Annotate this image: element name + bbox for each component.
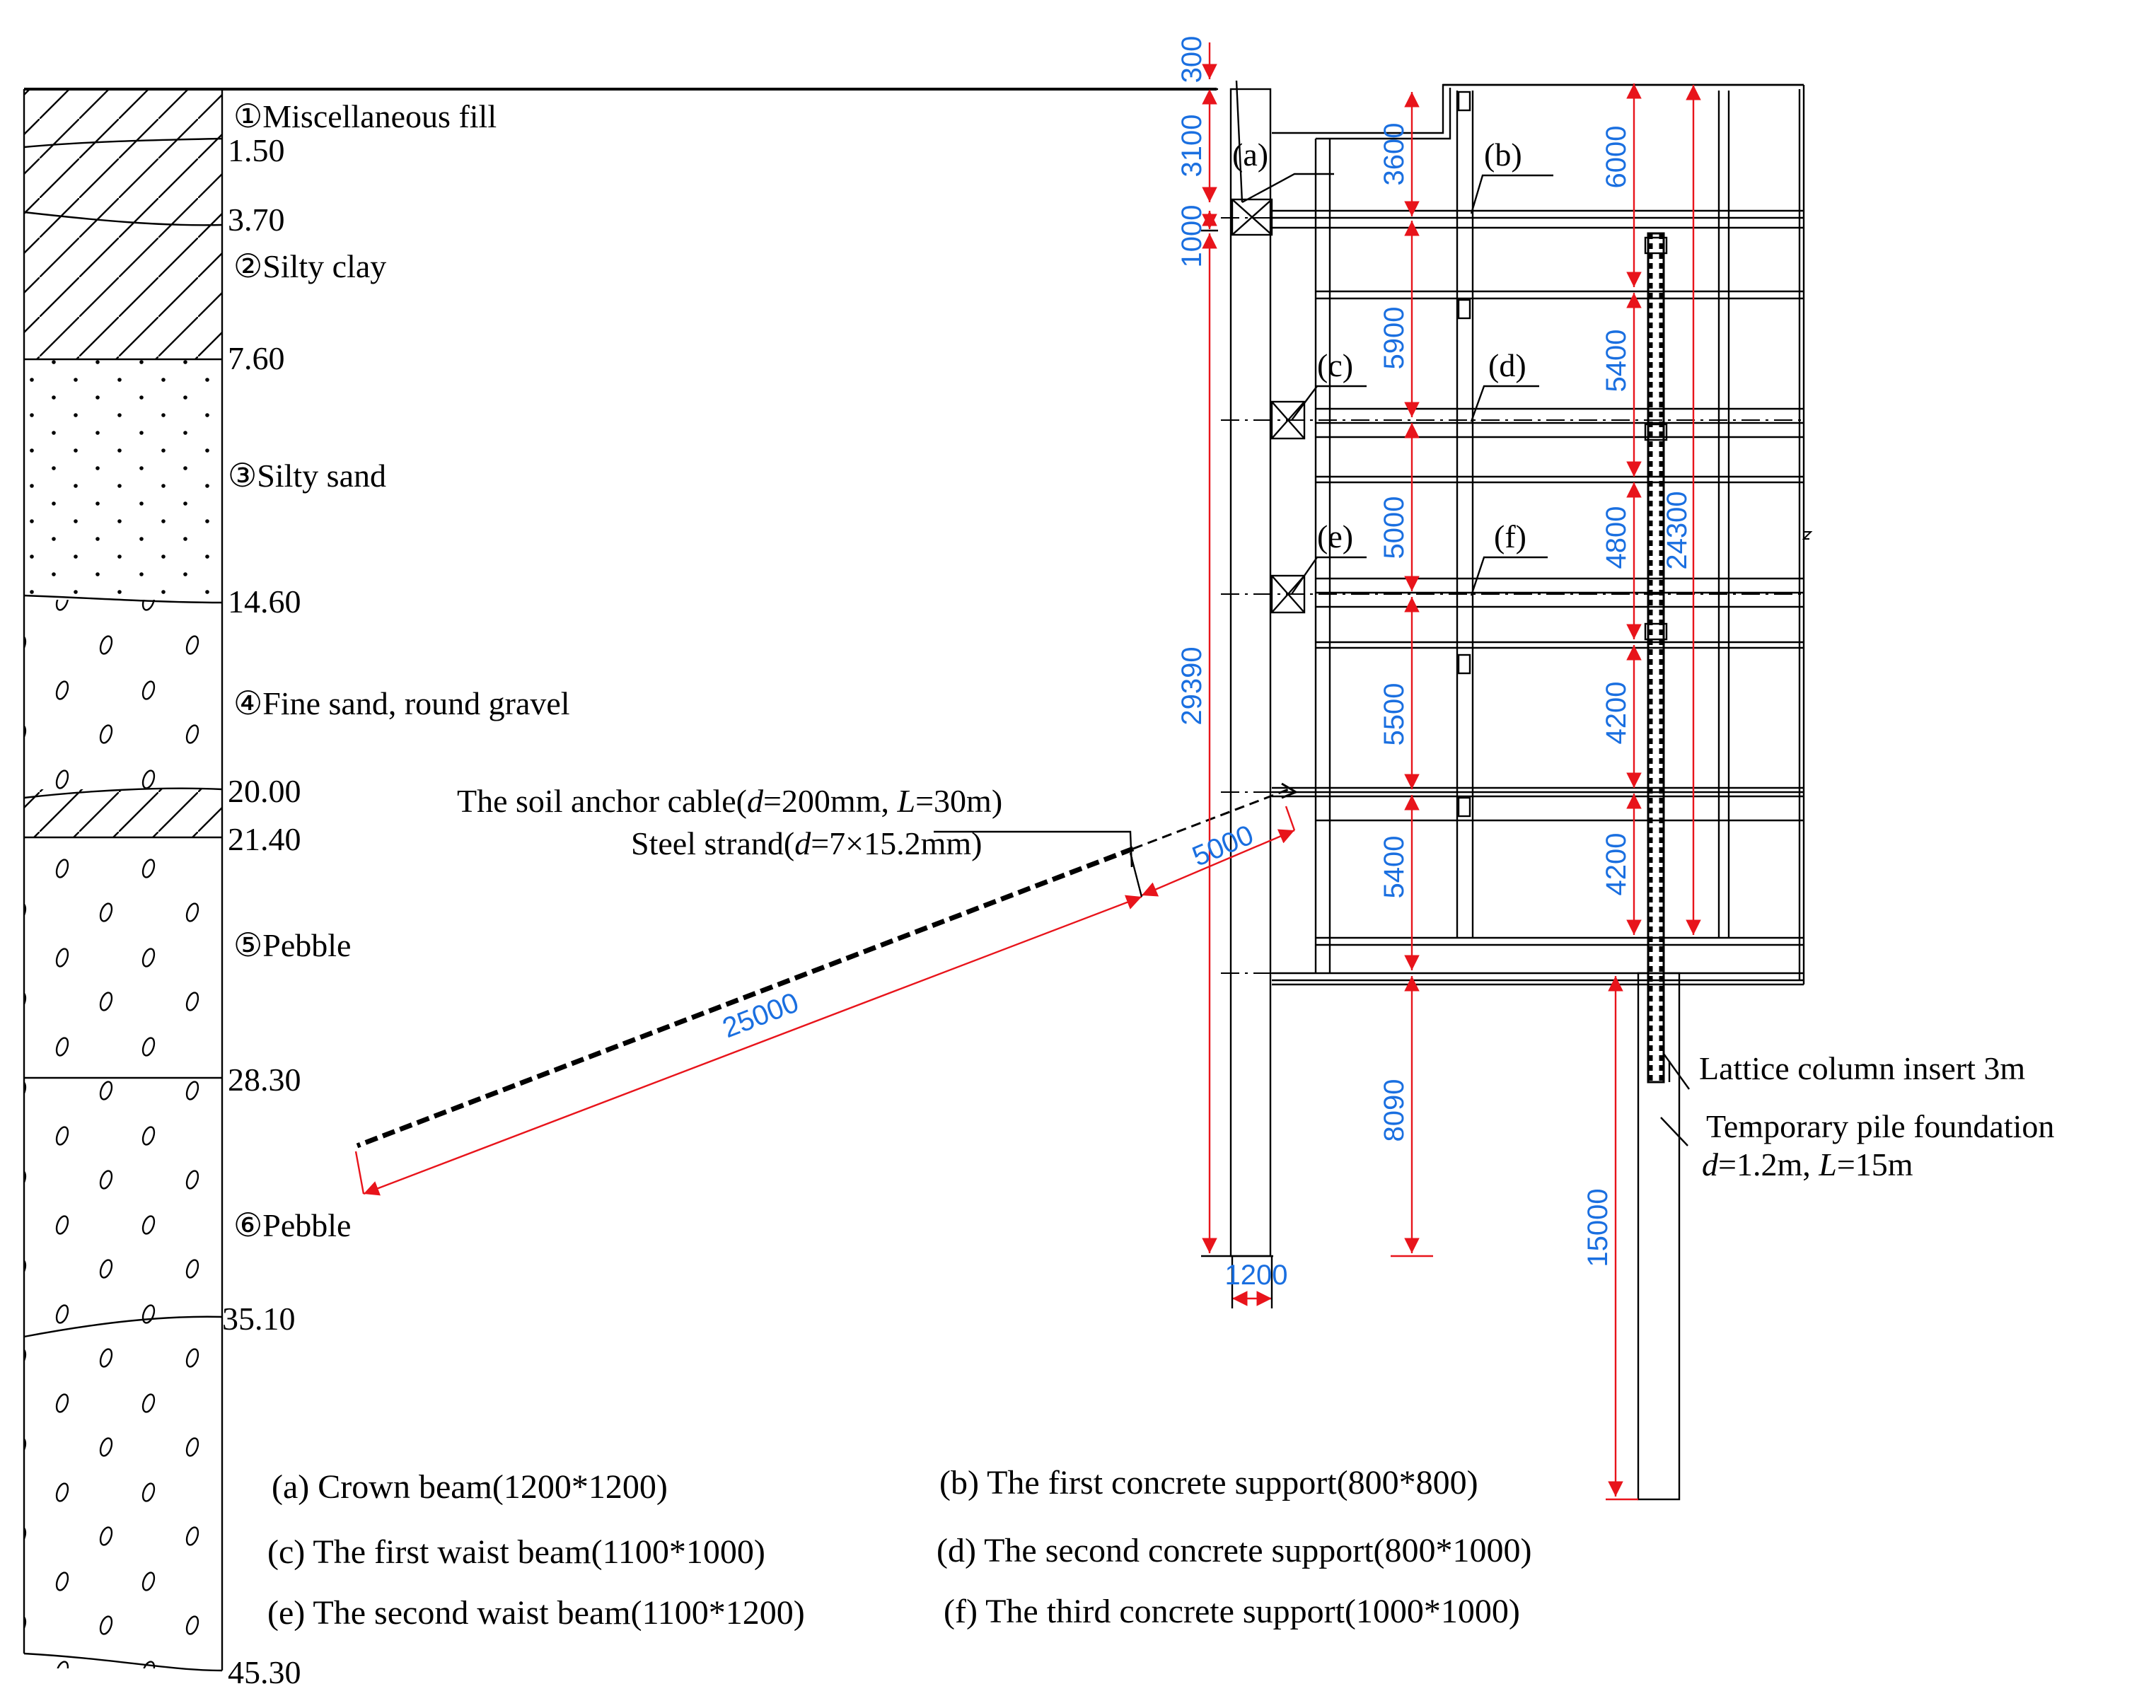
dim-5000: 5000 xyxy=(1379,496,1410,559)
legend-c: (c) The first waist beam(1100*1000) xyxy=(267,1533,765,1571)
temp-pile-label: Temporary pile foundation xyxy=(1706,1108,2054,1144)
layer-boundary xyxy=(23,594,223,604)
dim-r5400: 5400 xyxy=(1601,330,1632,393)
soil-layer-pebble5 xyxy=(24,837,222,1078)
dim-3100: 3100 xyxy=(1176,115,1207,178)
depth-label: 14.60 xyxy=(228,583,301,620)
layer-boundary xyxy=(23,1315,223,1338)
soil-layer-silty-clay xyxy=(24,190,222,359)
dim-5400: 5400 xyxy=(1379,836,1410,899)
layer-boundary xyxy=(23,137,223,149)
anchor-cable-label: The soil anchor cable(d=200mm, L=30m) xyxy=(457,783,1002,819)
dim-8090: 8090 xyxy=(1379,1079,1410,1142)
retaining-pile xyxy=(1229,80,1273,1257)
soil-layer-clay-lens xyxy=(24,789,222,837)
dim-1000: 1000 xyxy=(1176,205,1207,268)
legend-a: (a) Crown beam(1200*1200) xyxy=(272,1468,668,1506)
dimension-lines xyxy=(354,42,1701,1501)
layer-boundary xyxy=(23,211,223,226)
dim-r6000: 6000 xyxy=(1601,126,1632,189)
steel-strand-label: Steel strand(d=7×15.2mm) xyxy=(631,825,982,861)
depth-label: 28.30 xyxy=(228,1062,301,1098)
layer-name: ②Silty clay xyxy=(233,248,386,284)
temporary-pile xyxy=(1637,972,1681,1501)
member-markers: (a) (b) (c) (d) (e) (f) xyxy=(1232,136,1526,554)
depth-label: 1.50 xyxy=(228,132,285,168)
support-frame xyxy=(1270,83,1805,1501)
depth-label: 21.40 xyxy=(228,821,301,857)
temp-pile-size-label: d=1.2m, L=15m xyxy=(1702,1146,1913,1183)
layer-name: ③Silty sand xyxy=(228,458,386,494)
dim-5500: 5500 xyxy=(1379,683,1410,746)
dim-300: 300 xyxy=(1176,36,1207,83)
marker-a: (a) xyxy=(1232,136,1268,173)
layer-boundary xyxy=(23,787,223,799)
dim-24300: 24300 xyxy=(1662,491,1693,569)
depth-label: 20.00 xyxy=(228,773,301,809)
dim-r4200b: 4200 xyxy=(1601,833,1632,896)
legend: (a) Crown beam(1200*1200) (b) The first … xyxy=(267,1464,1532,1632)
dim-3600: 3600 xyxy=(1379,123,1410,186)
legend-e: (e) The second waist beam(1100*1200) xyxy=(267,1594,805,1632)
marker-e: (e) xyxy=(1317,518,1353,554)
layer-name: ①Miscellaneous fill xyxy=(233,98,497,134)
soil-layer-fine-sand xyxy=(24,600,222,789)
lattice-insert-label: Lattice column insert 3m xyxy=(1699,1050,2025,1086)
dim-anchor-bond: 25000 xyxy=(719,987,804,1044)
marker-f: (f) xyxy=(1494,518,1526,554)
legend-f: (f) The third concrete support(1000*1000… xyxy=(944,1593,1520,1630)
dim-anchor-free: 5000 xyxy=(1188,819,1258,872)
dim-5900: 5900 xyxy=(1379,307,1410,370)
dim-15000: 15000 xyxy=(1582,1188,1613,1267)
legend-b: (b) The first concrete support(800*800) xyxy=(939,1464,1478,1501)
soil-layer-silty-sand xyxy=(24,359,222,600)
dim-29390: 29390 xyxy=(1176,646,1207,725)
dimension-labels: 300 3100 1000 29390 1200 3600 5900 5000 … xyxy=(719,36,1693,1291)
marker-d: (d) xyxy=(1488,347,1526,383)
layer-name: ⑤Pebble xyxy=(233,927,351,963)
dim-1200: 1200 xyxy=(1225,1260,1288,1291)
leader-lines xyxy=(934,173,1690,1146)
soil-column: 1.50 3.70 7.60 14.60 20.00 21.40 28.30 3… xyxy=(23,88,570,1690)
layer-boundary xyxy=(23,1652,223,1672)
annotations: The soil anchor cable(d=200mm, L=30m) St… xyxy=(457,783,2054,1183)
support-axes xyxy=(1221,217,1804,974)
depth-label: 35.10 xyxy=(222,1301,296,1337)
marker-c: (c) xyxy=(1317,347,1353,383)
depth-label: 45.30 xyxy=(228,1654,301,1690)
soil-layer-pebble6 xyxy=(24,1078,222,1668)
lattice-column xyxy=(1647,232,1665,1084)
dim-r4800: 4800 xyxy=(1601,506,1632,569)
depth-label: 7.60 xyxy=(228,340,285,376)
break-mark xyxy=(1802,531,1813,540)
depth-label: 3.70 xyxy=(228,202,285,238)
marker-b: (b) xyxy=(1484,136,1522,173)
layer-name: ④Fine sand, round gravel xyxy=(233,685,570,721)
legend-d: (d) The second concrete support(800*1000… xyxy=(937,1532,1532,1569)
layer-name: ⑥Pebble xyxy=(233,1207,351,1243)
dim-r4200a: 4200 xyxy=(1601,682,1632,745)
